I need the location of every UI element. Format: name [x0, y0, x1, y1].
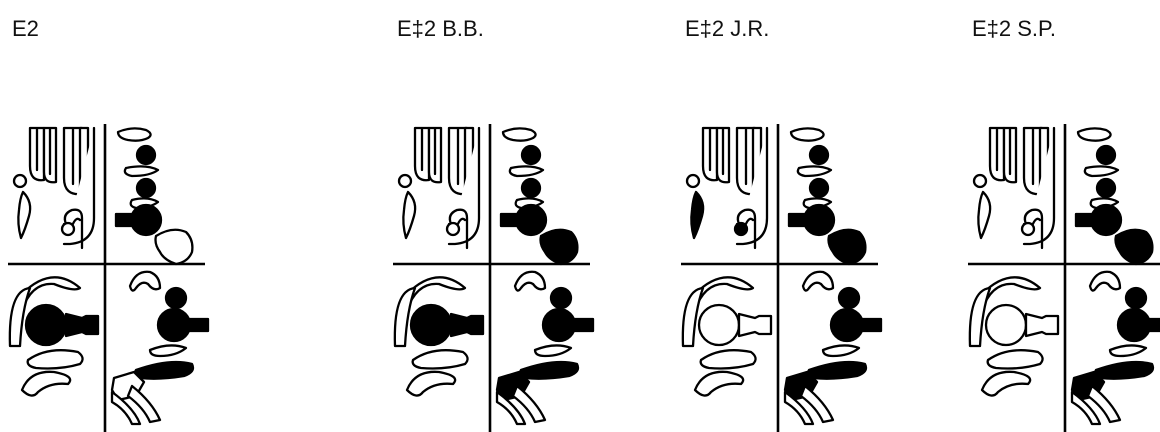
droplet-shape	[691, 192, 703, 238]
band-left-b	[44, 128, 56, 182]
panel-title: E2	[12, 16, 39, 42]
dot-middle	[810, 179, 828, 197]
small-ring	[687, 175, 699, 187]
neck-shape	[1026, 314, 1058, 336]
hook-cap	[515, 272, 545, 291]
kidney-upper	[988, 350, 1043, 368]
disc-right	[831, 309, 863, 341]
large-blob	[986, 305, 1026, 345]
large-blob	[26, 305, 66, 345]
small-dot	[735, 223, 747, 235]
band-left-a	[990, 128, 1004, 180]
band-left-a	[703, 128, 717, 180]
large-disc	[1091, 205, 1121, 235]
hook-cap	[130, 272, 160, 291]
cap-shape	[791, 128, 824, 140]
panel-e2: E2	[0, 0, 290, 432]
small-dot	[1022, 223, 1034, 235]
panel-e2-bb: E‡2 B.B.	[385, 0, 675, 432]
kidney-upper	[28, 350, 83, 368]
small-dot	[62, 223, 74, 235]
small-dot	[447, 223, 459, 235]
dot-upper	[810, 146, 828, 164]
dot-upper	[137, 146, 155, 164]
lens-right	[150, 345, 186, 356]
disc-right	[158, 309, 190, 341]
dot-middle	[522, 179, 540, 197]
panel-title: E‡2 B.B.	[397, 16, 484, 42]
chromosome-diagram	[960, 120, 1160, 432]
bar-filled	[520, 362, 578, 379]
band-left-b	[429, 128, 441, 182]
panel-title: E‡2 J.R.	[685, 16, 769, 42]
band-left-a	[415, 128, 429, 180]
kidney-lower	[695, 372, 743, 396]
dot-small	[166, 288, 186, 308]
small-ring	[399, 175, 411, 187]
bar-filled	[1095, 362, 1153, 379]
small-ring	[974, 175, 986, 187]
dot-upper	[522, 146, 540, 164]
cap-shape	[503, 128, 536, 140]
large-blob	[411, 305, 451, 345]
small-ring	[14, 175, 26, 187]
bar-filled	[135, 362, 193, 379]
large-disc	[131, 205, 161, 235]
kidney-upper	[701, 350, 756, 368]
hook-cap	[1090, 272, 1120, 291]
dot-small	[1126, 288, 1146, 308]
panel-title: E‡2 S.P.	[972, 16, 1056, 42]
chromosome-diagram	[673, 120, 903, 432]
kidney-lower	[407, 372, 455, 396]
dot-small	[551, 288, 571, 308]
droplet-shape	[978, 192, 990, 238]
lens-upper	[125, 166, 158, 176]
bar-filled	[808, 362, 866, 379]
chromosome-diagram	[0, 120, 230, 432]
dot-upper	[1097, 146, 1115, 164]
chip-shape	[1116, 230, 1153, 264]
lens-right	[535, 345, 571, 356]
band-left-b	[717, 128, 729, 182]
disc-right	[1118, 309, 1150, 341]
dot-middle	[137, 179, 155, 197]
hook-cap	[803, 272, 833, 291]
disc-right	[543, 309, 575, 341]
chip-shape	[156, 230, 193, 264]
neck-shape	[66, 314, 98, 336]
dot-small	[839, 288, 859, 308]
panel-e2-jr: E‡2 J.R.	[673, 0, 963, 432]
droplet-shape	[18, 192, 30, 238]
lens-right	[1110, 345, 1146, 356]
lens-upper	[798, 166, 831, 176]
band-left-b	[1004, 128, 1016, 182]
dot-middle	[1097, 179, 1115, 197]
chip-shape	[541, 230, 578, 264]
droplet-shape	[403, 192, 415, 238]
kidney-upper	[413, 350, 468, 368]
lens-upper	[1085, 166, 1118, 176]
kidney-lower	[22, 372, 70, 396]
lens-upper	[510, 166, 543, 176]
neck-shape	[451, 314, 483, 336]
kidney-lower	[982, 372, 1030, 396]
large-blob	[699, 305, 739, 345]
cap-shape	[1078, 128, 1111, 140]
band-left-a	[30, 128, 44, 180]
large-disc	[516, 205, 546, 235]
large-disc	[804, 205, 834, 235]
panel-e2-sp: E‡2 S.P.	[960, 0, 1160, 432]
cap-shape	[118, 128, 151, 140]
chromosome-diagram	[385, 120, 615, 432]
neck-shape	[739, 314, 771, 336]
lens-right	[823, 345, 859, 356]
chip-shape	[829, 230, 866, 264]
